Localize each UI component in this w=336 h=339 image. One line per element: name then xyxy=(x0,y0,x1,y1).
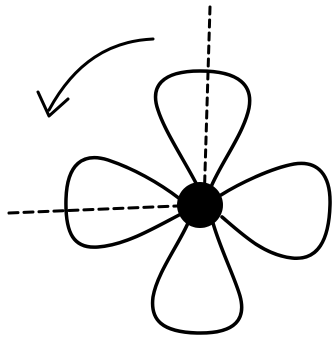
vertical-axis-line xyxy=(204,7,210,205)
horizontal-axis-line xyxy=(9,205,200,213)
rotation-arrow-icon xyxy=(49,39,153,110)
propeller-hub xyxy=(177,182,223,228)
propeller-blade-top xyxy=(156,71,250,187)
propeller-blade-bottom xyxy=(153,223,242,333)
propeller-blade-right xyxy=(221,163,330,258)
propeller-blade-left xyxy=(66,158,181,248)
